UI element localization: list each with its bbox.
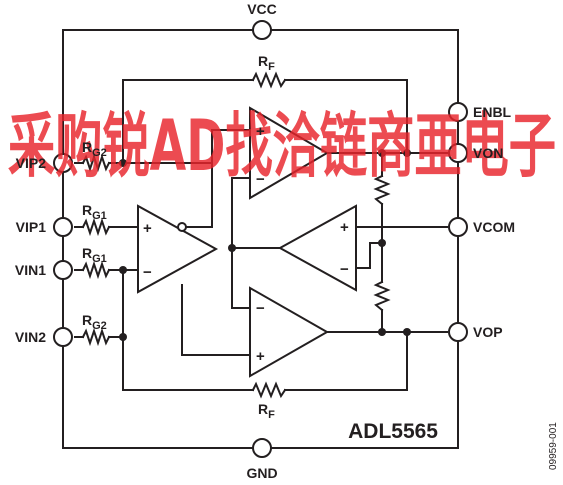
divider-lower-resistor [373,280,391,312]
pin-von [448,143,468,163]
upper-opamp-minus: − [256,171,265,188]
lower-opamp [249,286,330,378]
rf-top-resistor [251,71,287,89]
vin2-label: VIN2 [15,329,46,345]
rf-top-label: RF [258,53,275,73]
rf-bottom-label: RF [258,401,275,421]
watermark: 采购锐AD找洽链商亜电子 [8,105,556,187]
resistor-symbols [81,71,391,399]
pin-vin2 [53,327,73,347]
rg1-top-label: RG1 [82,202,107,222]
vcom-opamp-minus: − [340,261,349,278]
figure-id: 09959-001 [548,422,559,470]
upper-opamp [249,106,329,200]
junctions [119,149,411,341]
enbl-label: ENBL [473,104,512,120]
gnd-label: GND [246,465,277,481]
pin-labels: VCC GND ENBL VON VCOM VOP VIP2 VIP1 VIN1… [15,1,515,481]
input-opamp-inverting-output [177,222,187,232]
pin-vin1 [53,260,73,280]
watermark-text: 采购锐AD找洽链商亜电子 [8,105,556,187]
pin-vop [448,322,468,342]
rg2-top-label: RG2 [82,139,107,159]
vip2-label: VIP2 [16,155,47,171]
rg2-top-resistor [81,153,111,173]
vip1-label: VIP1 [16,219,47,235]
divider-upper-resistor [373,174,391,206]
pin-vip2 [53,153,73,173]
vcc-label: VCC [247,1,277,17]
rg1-bottom-label: RG1 [82,245,107,265]
vcom-opamp-plus: + [340,219,349,236]
vcom-label: VCOM [473,219,515,235]
input-opamp-plus: + [143,220,152,237]
pin-enbl [448,102,468,122]
input-opamp [137,204,219,294]
pin-gnd [252,438,272,458]
rf-bottom-resistor [251,381,287,399]
vin1-label: VIN1 [15,262,46,278]
input-opamp-minus: − [143,264,152,281]
rg2-bottom-label: RG2 [82,312,107,332]
part-number: ADL5565 [348,420,438,443]
rg1-bottom-resistor [81,260,111,280]
vop-label: VOP [473,324,503,340]
resistor-labels: RF RF RG2 RG1 RG1 RG2 [82,53,275,421]
lower-opamp-minus: − [256,300,265,317]
pins [53,20,468,458]
vcom-opamp [277,204,357,292]
opamp-signs: + − − + + − + − [143,123,349,365]
rg1-top-resistor [81,217,111,237]
rg2-bottom-resistor [81,327,111,347]
opamps [137,106,357,378]
pin-vip1 [53,217,73,237]
pin-vcc [252,20,272,40]
lower-opamp-plus: + [256,348,265,365]
upper-opamp-plus: + [256,123,265,140]
von-label: VON [473,145,503,161]
pin-vcom [448,217,468,237]
